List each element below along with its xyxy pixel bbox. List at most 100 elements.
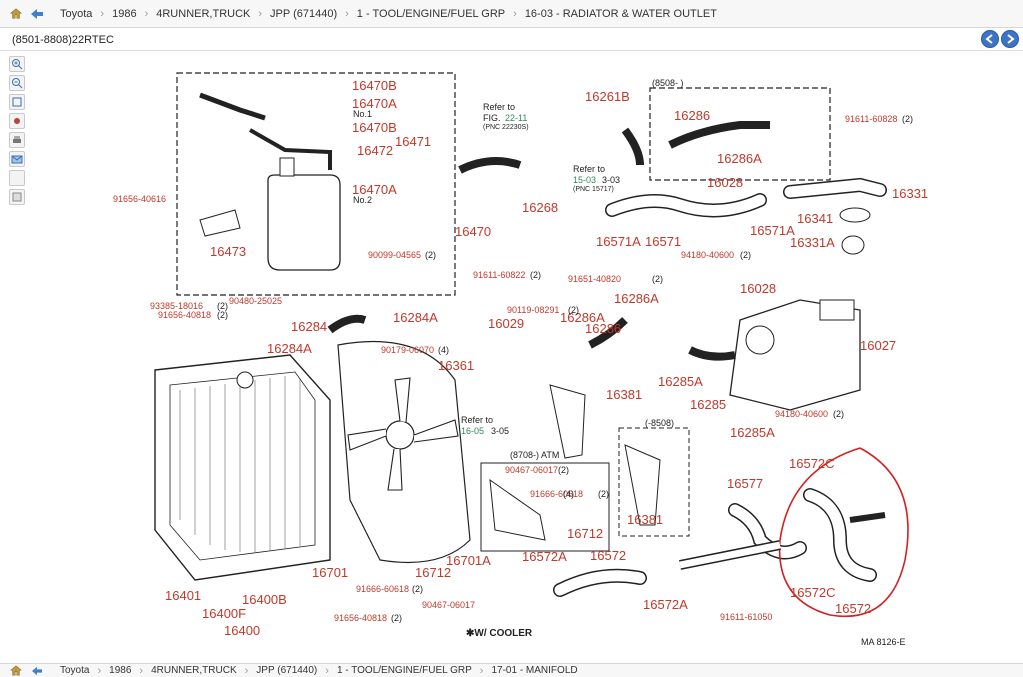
breadcrumb-item[interactable]: JPP (671440)	[270, 7, 338, 20]
callout[interactable]: 16381	[627, 512, 663, 527]
callout[interactable]: 16572	[835, 601, 871, 616]
callout[interactable]: 16571	[645, 234, 681, 249]
callout[interactable]: 16470A	[352, 96, 397, 111]
fit-icon[interactable]	[9, 94, 25, 110]
callout[interactable]: 16401	[165, 588, 201, 603]
callout[interactable]: 16712	[415, 565, 451, 580]
refer-link[interactable]: 22-11	[505, 113, 527, 123]
callout[interactable]: 16572A	[522, 549, 567, 564]
callout[interactable]: 16571A	[750, 223, 795, 238]
zoom-in-icon[interactable]	[9, 56, 25, 72]
breadcrumb-item[interactable]: Toyota	[60, 665, 90, 676]
callout[interactable]: 91666-60618	[356, 584, 409, 594]
print-icon[interactable]	[9, 132, 25, 148]
callout[interactable]: 16701	[312, 565, 348, 580]
previous-page-button[interactable]	[981, 30, 999, 48]
callout[interactable]: 16284A	[267, 341, 312, 356]
callout[interactable]: 91611-61050	[720, 612, 772, 622]
callout[interactable]: 16029	[488, 316, 524, 331]
callout[interactable]: 16471	[395, 134, 431, 149]
callout[interactable]: 16572	[590, 548, 626, 563]
refer-link[interactable]: 16-05	[461, 426, 484, 436]
callout[interactable]: 90480-25025	[229, 296, 282, 306]
atm-label: (8708-) ATM	[510, 450, 559, 460]
callout[interactable]: 16400	[224, 623, 260, 638]
callout[interactable]: 16284A	[393, 310, 438, 325]
callout[interactable]: 91611-60822	[473, 270, 525, 280]
breadcrumb-separator: ›	[139, 664, 144, 677]
callout[interactable]: 16285A	[730, 425, 775, 440]
callout[interactable]: 90119-08291	[507, 305, 559, 315]
callout[interactable]: 91656-40616	[113, 194, 166, 204]
breadcrumb-item[interactable]: 1 - TOOL/ENGINE/FUEL GRP	[336, 665, 472, 676]
callout[interactable]: 91651-40820	[568, 274, 621, 284]
breadcrumb-item-current[interactable]: 16-03 - RADIATOR & WATER OUTLET	[524, 7, 717, 20]
callout[interactable]: 90099-04565	[368, 250, 421, 260]
callout[interactable]: 16470A	[352, 182, 397, 197]
breadcrumb-item[interactable]: JPP (671440)	[256, 665, 318, 676]
callout[interactable]: 16470B	[352, 120, 397, 135]
callout[interactable]: 16577	[727, 476, 763, 491]
callout[interactable]: 94180-40600	[681, 250, 734, 260]
callout[interactable]: 16261B	[585, 89, 630, 104]
callout[interactable]: 16361	[438, 358, 474, 373]
breadcrumb-item[interactable]: 1986	[112, 7, 137, 20]
callout[interactable]: 16701A	[446, 553, 491, 568]
callout[interactable]: 16572C	[790, 585, 836, 600]
back-arrow-icon[interactable]	[22, 8, 52, 20]
home-icon[interactable]	[0, 665, 22, 676]
email-icon[interactable]	[9, 151, 25, 167]
tag-icon[interactable]	[9, 113, 25, 129]
breadcrumb-item[interactable]: 4RUNNER,TRUCK	[151, 665, 237, 676]
breadcrumb-item[interactable]: 1986	[109, 665, 132, 676]
callout[interactable]: 16331A	[790, 235, 835, 250]
callout[interactable]: 16286	[585, 321, 621, 336]
callout[interactable]: 16470	[455, 224, 491, 239]
image-icon[interactable]	[9, 189, 25, 205]
callout[interactable]: 16028	[707, 175, 743, 190]
refer-link[interactable]: 15-03	[573, 175, 596, 185]
callout[interactable]: 16285A	[658, 374, 703, 389]
callout[interactable]: 91611-60828	[845, 114, 897, 124]
callout[interactable]: 16470B	[352, 78, 397, 93]
blank-icon[interactable]	[9, 170, 25, 186]
next-page-button[interactable]	[1001, 30, 1019, 48]
callout[interactable]: 16572A	[643, 597, 688, 612]
callout[interactable]: 94180-40600	[775, 409, 828, 419]
callout[interactable]: 90467-06017	[505, 465, 558, 475]
callout[interactable]: 16381	[606, 387, 642, 402]
qty-label: (2)	[217, 310, 228, 320]
callout[interactable]: 16286A	[717, 151, 762, 166]
callout[interactable]: 16400F	[202, 606, 246, 621]
callout[interactable]: 91656-40818	[158, 310, 211, 320]
refer-fig: FIG.	[483, 113, 501, 123]
callout[interactable]: 16028	[740, 281, 776, 296]
callout[interactable]: 16712	[567, 526, 603, 541]
callout[interactable]: 90467-06017	[422, 600, 475, 610]
callout[interactable]: 16572C	[789, 456, 835, 471]
callout[interactable]: 16331	[892, 186, 928, 201]
callout[interactable]: 16285	[690, 397, 726, 412]
callout[interactable]: 16473	[210, 244, 246, 259]
callout[interactable]: 16286	[674, 108, 710, 123]
callout[interactable]: 16284	[291, 319, 327, 334]
zoom-out-icon[interactable]	[9, 75, 25, 91]
callout[interactable]: 16400B	[242, 592, 287, 607]
callout[interactable]: 16268	[522, 200, 558, 215]
callout[interactable]: 16472	[357, 143, 393, 158]
callout[interactable]: 16286A	[614, 291, 659, 306]
callout[interactable]: 93385-18016	[150, 301, 203, 311]
breadcrumb-item[interactable]: Toyota	[60, 7, 93, 20]
callout[interactable]: 90179-06070	[381, 345, 434, 355]
breadcrumb-item[interactable]: 1 - TOOL/ENGINE/FUEL GRP	[356, 7, 506, 20]
callout[interactable]: 16027	[860, 338, 896, 353]
callout[interactable]: 16341	[797, 211, 833, 226]
breadcrumb-item[interactable]: 4RUNNER,TRUCK	[156, 7, 251, 20]
callout[interactable]: 16286A	[560, 310, 605, 325]
back-arrow-icon[interactable]	[22, 666, 52, 676]
callout[interactable]: 91656-40818	[334, 613, 387, 623]
home-icon[interactable]	[0, 7, 22, 20]
callout[interactable]: 91666-60618	[530, 489, 583, 499]
breadcrumb-item[interactable]: 17-01 - MANIFOLD	[491, 665, 578, 676]
callout[interactable]: 16571A	[596, 234, 641, 249]
